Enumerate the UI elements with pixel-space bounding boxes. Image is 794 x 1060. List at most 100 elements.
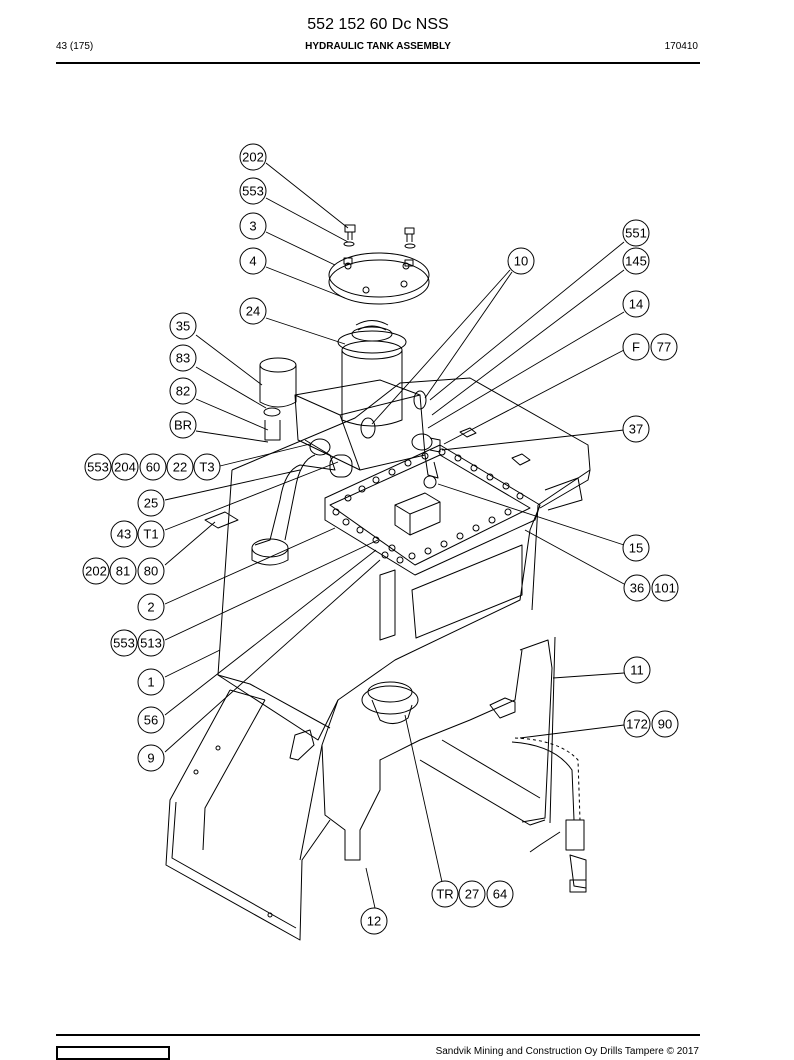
callout-label: 551 — [625, 226, 647, 241]
document-number: 552 152 60 Dc NSS — [307, 16, 449, 33]
callout-25: 25 — [137, 489, 165, 517]
callout-label: 60 — [146, 460, 160, 475]
callout-204: 204 — [111, 453, 139, 481]
callout-circle — [137, 593, 165, 621]
callout-label: 10 — [514, 254, 528, 269]
callout-64: 64 — [486, 880, 514, 908]
callout-202: 202 — [239, 143, 267, 171]
callout-circle — [137, 557, 165, 585]
callout-circle — [137, 520, 165, 548]
callout-label: T3 — [199, 460, 214, 475]
callout-24: 24 — [239, 297, 267, 325]
callout-35: 35 — [169, 312, 197, 340]
callout-circle — [137, 489, 165, 517]
callout-label: 25 — [144, 496, 158, 511]
callout-label: 4 — [249, 254, 256, 269]
callout-label: TR — [436, 887, 453, 902]
callout-label: 15 — [629, 541, 643, 556]
callout-36: 36 — [623, 574, 651, 602]
callout-3: 3 — [239, 212, 267, 240]
page-indicator: 43 (175) — [56, 41, 94, 52]
header-rule — [56, 62, 700, 64]
callout-label: 1 — [147, 675, 154, 690]
callout-77: 77 — [650, 333, 678, 361]
callout-br: BR — [169, 411, 197, 439]
callout-27: 27 — [458, 880, 486, 908]
callout-label: 553 — [113, 636, 135, 651]
callout-label: 64 — [493, 887, 507, 902]
callout-82: 82 — [169, 377, 197, 405]
callout-circle — [193, 453, 221, 481]
callout-label: 83 — [176, 351, 190, 366]
callout-10: 10 — [507, 247, 535, 275]
callout-label: 172 — [626, 717, 648, 732]
callout-circle — [507, 247, 535, 275]
callout-81: 81 — [109, 557, 137, 585]
callout-circle — [110, 629, 138, 657]
callout-circle — [239, 297, 267, 325]
callout-circle — [139, 453, 167, 481]
callout-label: 101 — [654, 581, 676, 596]
callout-circle — [169, 312, 197, 340]
callout-circle — [622, 247, 650, 275]
callout-t3: T3 — [193, 453, 221, 481]
callout-9: 9 — [137, 744, 165, 772]
sandvik-logo — [56, 1046, 170, 1060]
callout-label: 202 — [242, 150, 264, 165]
callout-label: 553 — [242, 184, 264, 199]
callout-1: 1 — [137, 668, 165, 696]
callout-circle — [137, 706, 165, 734]
callout-label: 14 — [629, 297, 643, 312]
callout-label: 37 — [629, 422, 643, 437]
flange-bolts — [332, 448, 524, 564]
callout-label: 27 — [465, 887, 479, 902]
callout-label: 9 — [147, 751, 154, 766]
callout-label: 77 — [657, 340, 671, 355]
callout-513: 513 — [137, 629, 165, 657]
callout-172: 172 — [623, 710, 651, 738]
footer-rule — [56, 1034, 700, 1036]
callout-80: 80 — [137, 557, 165, 585]
callout-f: F — [622, 333, 650, 361]
callout-202: 202 — [82, 557, 110, 585]
callout-circle — [239, 143, 267, 171]
callout-37: 37 — [622, 415, 650, 443]
callout-83: 83 — [169, 344, 197, 372]
callout-circle — [622, 415, 650, 443]
callout-circle — [169, 411, 197, 439]
callout-circle — [623, 574, 651, 602]
callout-22: 22 — [166, 453, 194, 481]
callout-553: 553 — [239, 177, 267, 205]
callout-2: 2 — [137, 593, 165, 621]
callout-553: 553 — [110, 629, 138, 657]
callout-circle — [169, 344, 197, 372]
callout-label: T1 — [143, 527, 158, 542]
callout-label: F — [632, 340, 640, 355]
callout-label: 145 — [625, 254, 647, 269]
callout-t1: T1 — [137, 520, 165, 548]
callout-label: 35 — [176, 319, 190, 334]
callout-label: 56 — [144, 713, 158, 728]
callout-label: 12 — [367, 914, 381, 929]
callout-label: 11 — [630, 663, 644, 678]
callout-circle — [239, 247, 267, 275]
callout-label: 513 — [140, 636, 162, 651]
callout-label: 3 — [249, 219, 256, 234]
callout-circle — [623, 656, 651, 684]
callout-circle — [166, 453, 194, 481]
date-code: 170410 — [664, 41, 698, 52]
callout-11: 11 — [623, 656, 651, 684]
callout-label: 24 — [246, 304, 260, 319]
callout-label: 43 — [117, 527, 131, 542]
callout-553: 553 — [84, 453, 112, 481]
callout-circle — [650, 333, 678, 361]
callout-circle — [110, 520, 138, 548]
callout-circle — [651, 574, 679, 602]
callout-label: 204 — [114, 460, 136, 475]
callout-circle — [486, 880, 514, 908]
callout-circle — [622, 219, 650, 247]
callout-circle — [239, 212, 267, 240]
callout-circle — [84, 453, 112, 481]
callout-circle — [109, 557, 137, 585]
